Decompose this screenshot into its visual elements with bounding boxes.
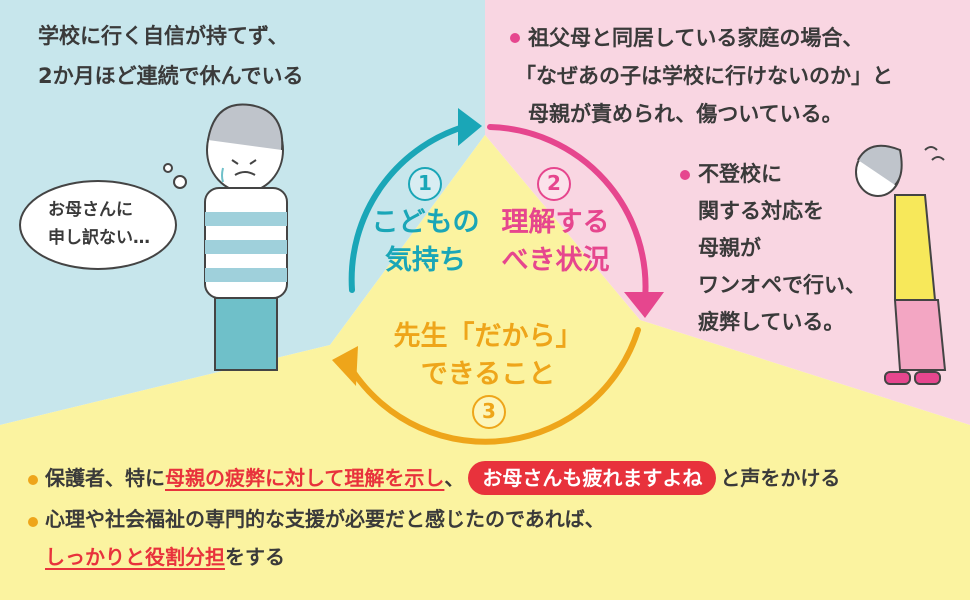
situation-line: 関する対応を bbox=[698, 199, 824, 223]
teal-arrowhead bbox=[458, 108, 482, 146]
situation-line: 母親が bbox=[698, 236, 761, 260]
action-line-3: しっかりと役割分担をする bbox=[45, 541, 285, 574]
mother-illustration bbox=[855, 144, 947, 385]
magenta-arrowhead bbox=[624, 292, 664, 318]
situation-line: 不登校に bbox=[698, 162, 782, 186]
situation-line: 母親が責められ、傷ついている。 bbox=[528, 102, 843, 126]
action1-pre: 保護者、特に bbox=[45, 466, 165, 490]
bullet-dot bbox=[28, 475, 38, 485]
step3-label: 先生「だから」 できること bbox=[378, 318, 598, 394]
action2-post: をする bbox=[225, 545, 285, 569]
step1-label: こどもの 気持ち bbox=[358, 204, 493, 280]
step2-line: 理解する bbox=[501, 207, 610, 238]
step1-number: 1 bbox=[408, 167, 442, 201]
situation-region bbox=[485, 0, 970, 425]
action-region bbox=[0, 135, 970, 600]
magenta-arrow bbox=[487, 124, 649, 303]
bullet-dot bbox=[680, 170, 690, 180]
step3-number: 3 bbox=[472, 395, 506, 429]
action-line-2: 心理や社会福祉の専門的な支援が必要だと感じたのであれば、 bbox=[45, 507, 605, 531]
teal-arrow bbox=[348, 122, 473, 293]
action2-highlight: しっかりと役割分担 bbox=[45, 545, 225, 569]
orange-arrowhead bbox=[332, 346, 358, 386]
thought-cloud bbox=[19, 163, 187, 270]
quote-pill: お母さんも疲れますよね bbox=[468, 461, 717, 495]
step2-label: 理解する べき状況 bbox=[488, 204, 623, 280]
action1-comma: 、 bbox=[444, 466, 465, 490]
child-status-line: 2か月ほど連続で休んでいる bbox=[38, 64, 304, 88]
situation-line: 祖父母と同居している家庭の場合、 bbox=[528, 26, 864, 50]
step3-line: できること bbox=[420, 359, 556, 390]
step2-line: べき状況 bbox=[501, 245, 610, 276]
thought-text: お母さんに bbox=[48, 200, 133, 220]
orange-arrow bbox=[349, 327, 641, 445]
step2-number: 2 bbox=[537, 167, 571, 201]
step1-line: 気持ち bbox=[385, 245, 466, 276]
step3-line: 先生「だから」 bbox=[393, 321, 583, 352]
child-status-line: 学校に行く自信が持てず、 bbox=[38, 24, 289, 48]
action-line-1: 保護者、特に母親の疲弊に対して理解を示し、お母さんも疲れますよねと声をかける bbox=[45, 461, 840, 495]
situation-line: 「なぜあの子は学校に行けないのか」と bbox=[515, 64, 893, 88]
bullet-dot bbox=[510, 33, 520, 43]
bullet-dot bbox=[28, 517, 38, 527]
action1-post: と声をかける bbox=[720, 466, 841, 490]
action1-highlight: 母親の疲弊に対して理解を示し bbox=[165, 466, 445, 490]
step1-line: こどもの bbox=[371, 207, 480, 238]
thought-text: 申し訳ない… bbox=[48, 228, 150, 248]
situation-line: 疲弊している。 bbox=[698, 310, 845, 334]
situation-line: ワンオペで行い、 bbox=[698, 273, 866, 297]
boy-illustration bbox=[204, 103, 288, 371]
